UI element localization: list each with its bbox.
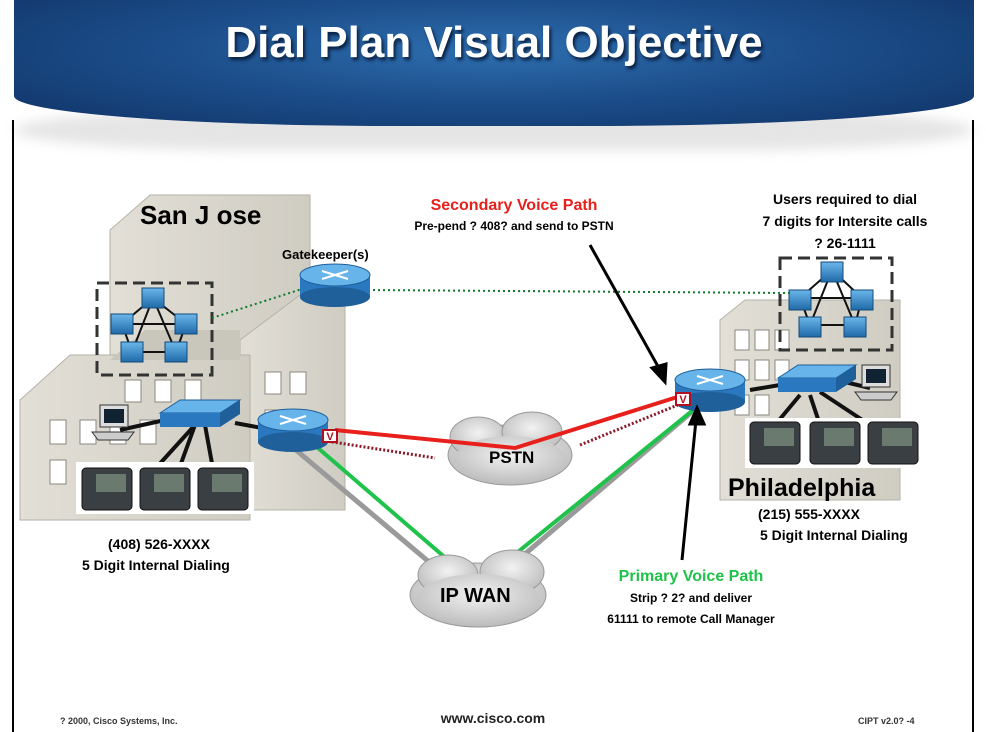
philadelphia-site-name: Philadelphia [728,474,876,502]
svg-text:V: V [679,394,687,406]
san-jose-router-icon [257,408,329,452]
gatekeeper-router-icon [299,263,371,307]
philadelphia-number: (215) 555-XXXX [758,506,860,522]
ipwan-label: IP WAN [440,585,511,607]
philadelphia-dialing: 5 Digit Internal Dialing [760,527,908,543]
philadelphia-switch-icon [776,364,858,392]
callmanager-server-icon [850,289,874,311]
san-jose-dialing: 5 Digit Internal Dialing [82,557,230,573]
gatekeeper-label: Gatekeeper(s) [282,247,369,262]
voice-port-marker-philadelphia: V [675,392,691,406]
pstn-trunk-links [319,398,691,460]
callmanager-server-icon [141,287,165,309]
callmanager-server-icon [798,316,822,338]
philadelphia-ip-phones [745,418,923,468]
pstn-label: PSTN [489,448,535,467]
left-border [12,120,14,732]
callmanager-server-icon [843,316,867,338]
philadelphia-pc-icon [854,364,898,401]
footer-course-code: CIPT v2.0? -4 [858,716,915,726]
philadelphia-note-line2: 7 digits for Intersite calls [762,213,928,229]
gatekeeper-ras-links [211,287,791,319]
callmanager-server-icon [164,341,188,363]
san-jose-switch-icon [158,399,242,427]
san-jose-pc-icon [91,404,135,441]
callmanager-server-icon [120,341,144,363]
callmanager-server-icon [788,289,812,311]
callmanager-server-icon [820,261,844,283]
callmanager-server-icon [174,313,198,335]
footer-url: www.cisco.com [440,710,546,726]
title-banner [14,0,974,126]
callout-arrows [588,244,707,561]
philadelphia-note-line1: Users required to dial [773,191,917,207]
secondary-voice-path-line [334,391,691,451]
ipwan-cloud [409,549,547,628]
secondary-path-title: Secondary Voice Path [430,197,598,214]
slide-title: Dial Plan Visual Objective [225,18,763,67]
primary-path-detail-line2: 61111 to remote Call Manager [607,612,775,626]
san-jose-number: (408) 526-XXXX [108,536,210,552]
san-jose-site-name: San J ose [140,200,262,230]
san-jose-cluster-box [95,281,214,377]
philadelphia-cluster-box [778,256,894,352]
primary-path-title: Primary Voice Path [618,568,764,585]
san-jose-ip-phones [76,462,254,514]
right-border [972,120,974,732]
philadelphia-note-line3: ? 26-1111 [814,235,876,251]
primary-path-detail-line1: Strip ? 2? and deliver [629,591,753,605]
footer-copyright: ? 2000, Cisco Systems, Inc. [60,716,178,726]
voice-port-marker-san-jose: V [322,429,338,443]
secondary-path-detail: Pre-pend ? 408? and send to PSTN [414,219,614,233]
svg-text:V: V [326,431,334,443]
callmanager-server-icon [110,313,134,335]
philadelphia-router-icon [674,368,746,412]
